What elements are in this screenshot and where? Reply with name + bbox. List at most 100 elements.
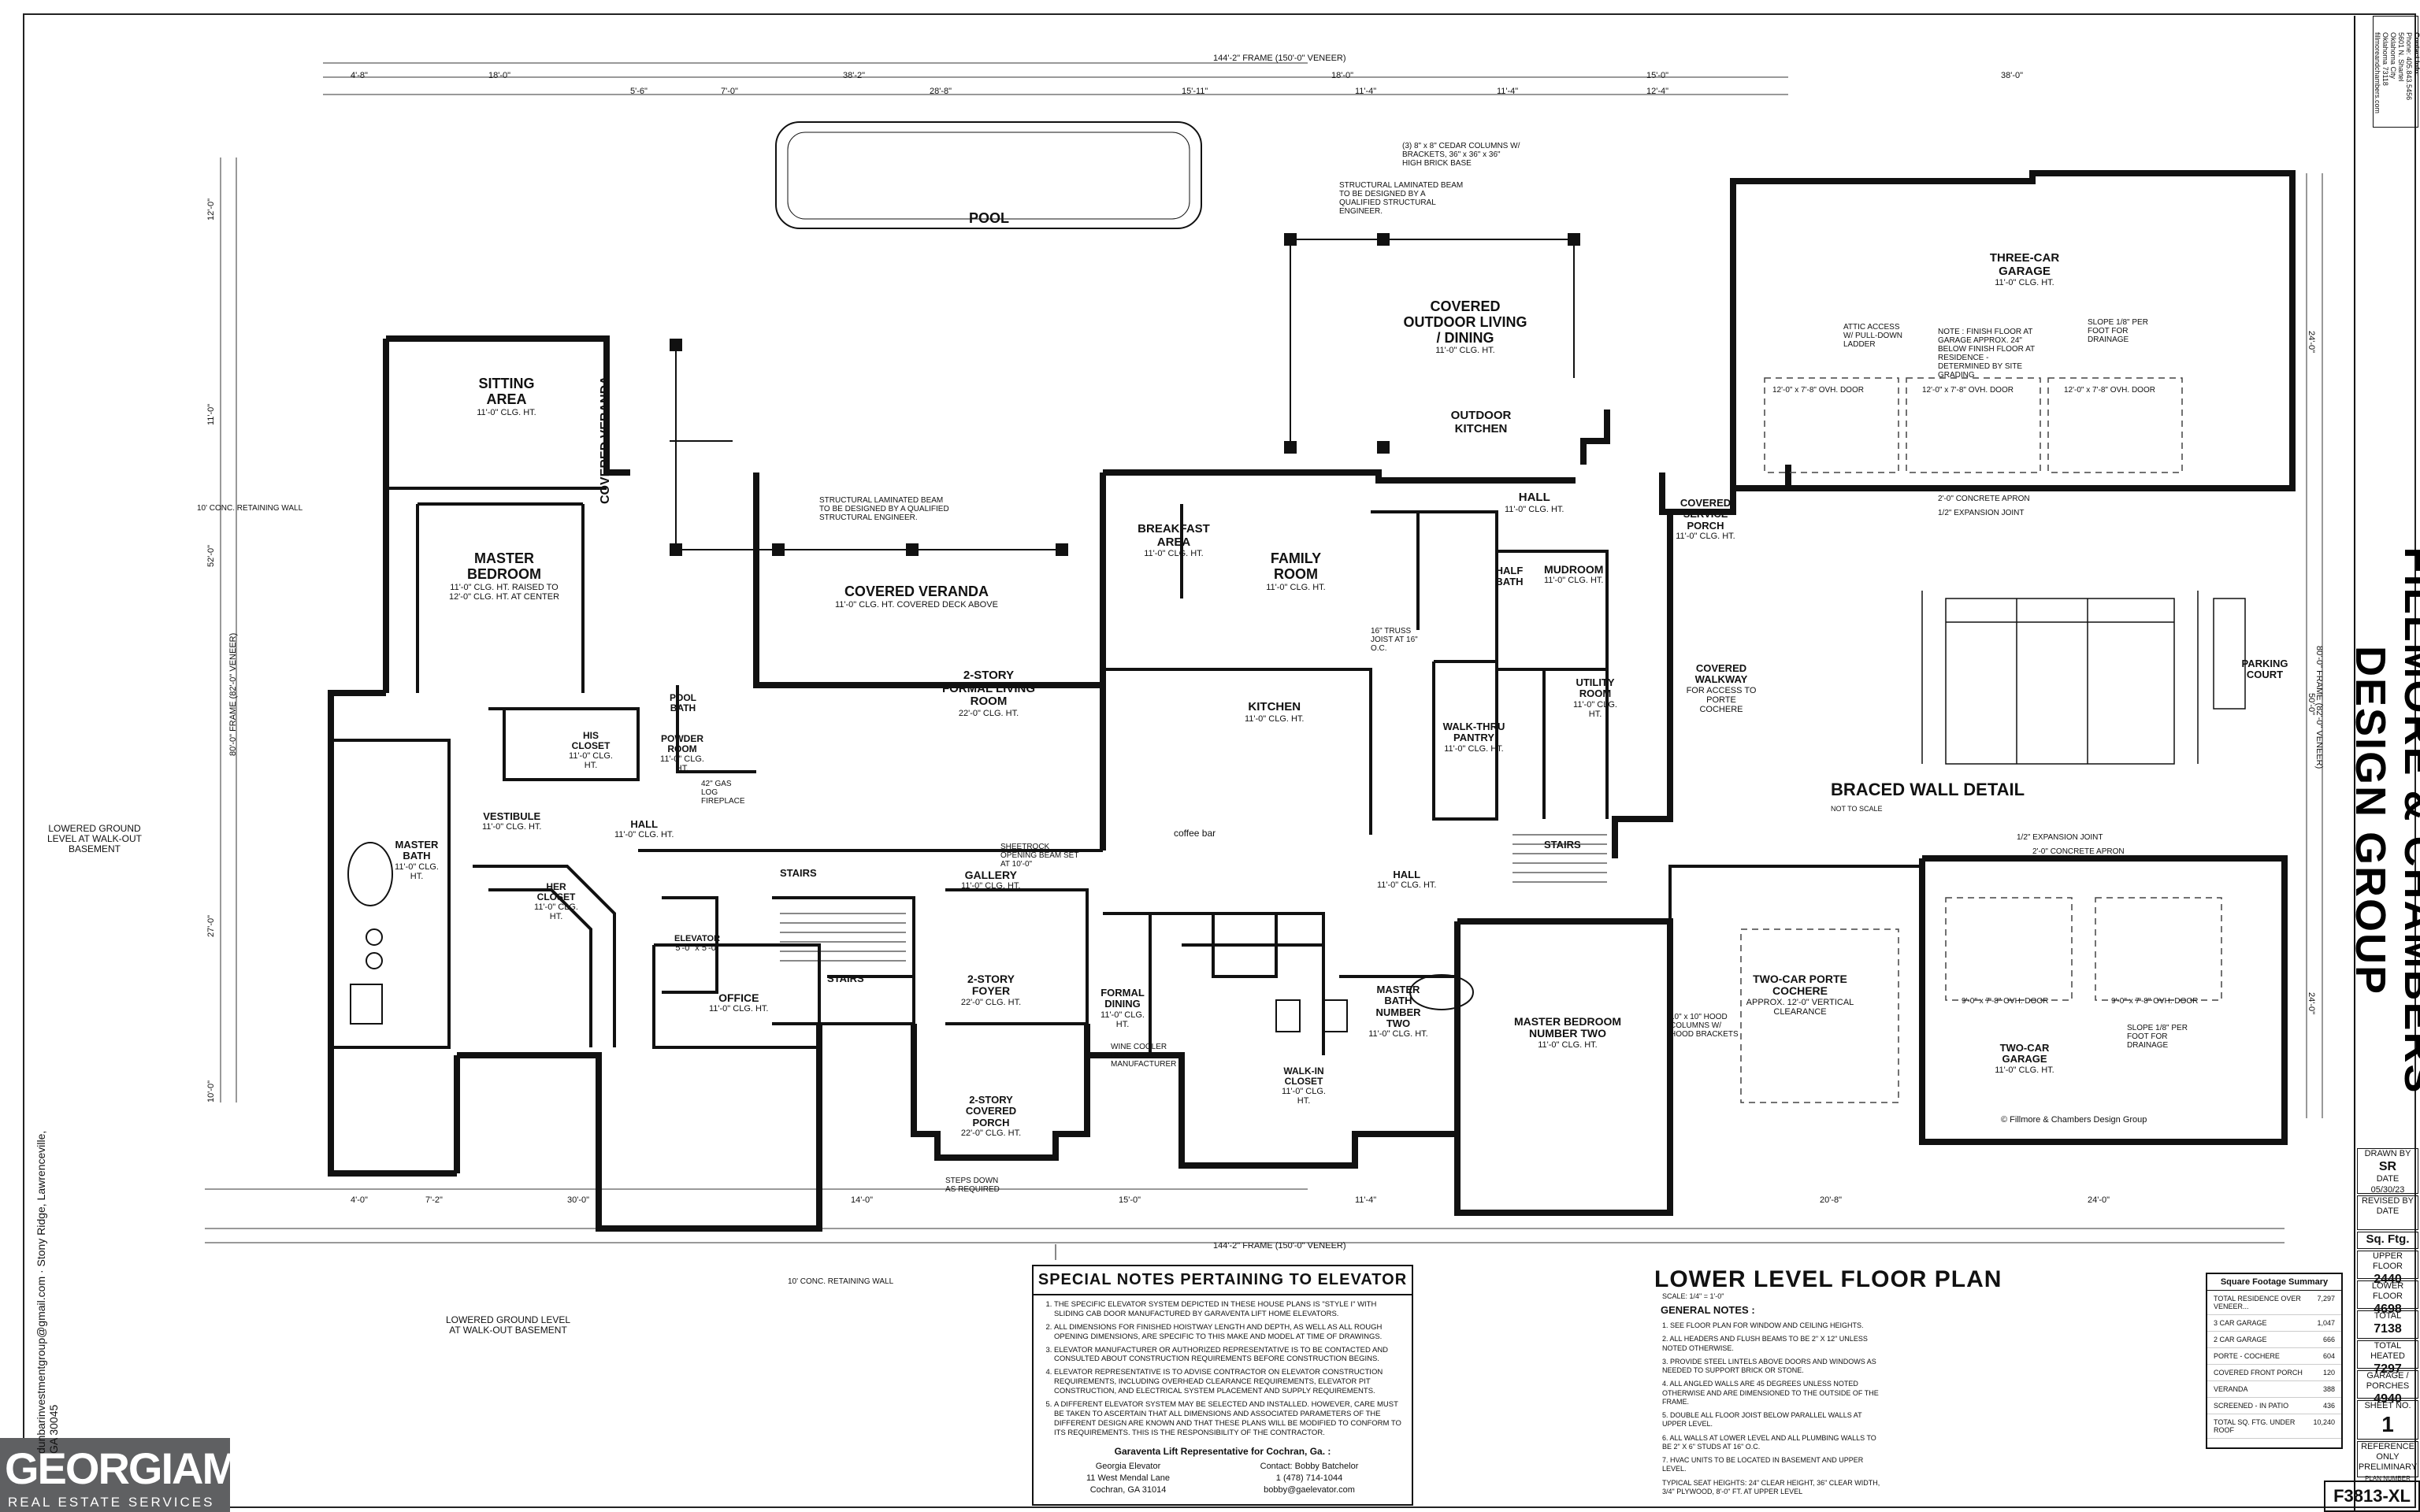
general-note-item: 5. DOUBLE ALL FLOOR JOIST BELOW PARALLEL… xyxy=(1662,1411,1862,1429)
copyright-note: © Fillmore & Chambers Design Group xyxy=(2001,1115,2147,1125)
note-attic: ATTIC ACCESS W/ PULL-DOWN LADDER xyxy=(1843,323,1902,349)
dim-top2-seg-0: 5'-6" xyxy=(630,87,648,96)
note-beam-2: STRUCTURAL LAMINATED BEAM TO BE DESIGNED… xyxy=(1339,181,1464,216)
porch-columns xyxy=(670,233,1580,556)
general-note-item: 1. SEE FLOOR PLAN FOR WINDOW AND CEILING… xyxy=(1662,1321,1864,1329)
note-door-4: 9'-0" x 7'-8" OVH. DOOR xyxy=(1962,997,2049,1006)
note-door-3: 12'-0" x 7'-8" OVH. DOOR xyxy=(2064,386,2155,395)
room-outdoor-kitchen: OUTDOOR KITCHEN xyxy=(1450,409,1512,435)
sheet-number-cell: SHEET NO.1 xyxy=(2357,1400,2418,1440)
dim-top-seg-1: 18'-0" xyxy=(488,71,511,80)
dim-left-seg-1: 11'-0" xyxy=(206,403,216,425)
note-apron-2: 2'-0" CONCRETE APRON xyxy=(2032,847,2125,856)
dim-top2-seg-2: 28'-8" xyxy=(930,87,952,96)
dim-top2-seg-3: 15'-11" xyxy=(1182,87,1208,96)
elevator-rep-company: Georgia Elevator xyxy=(1095,1462,1161,1471)
general-note-item: TYPICAL SEAT HEIGHTS: 24" CLEAR HEIGHT, … xyxy=(1662,1478,1880,1495)
note-apron-1: 2'-0" CONCRETE APRON xyxy=(1938,495,2030,503)
elevator-note-item: A DIFFERENT ELEVATOR SYSTEM MAY BE SELEC… xyxy=(1054,1400,1404,1438)
room-covered-veranda-vertical: COVERED VERANDA xyxy=(599,376,612,504)
room-pool: POOL xyxy=(969,210,1010,226)
elevator-rep-phone: 1 (478) 714-1044 xyxy=(1275,1473,1343,1483)
room-half-bath: HALF BATH xyxy=(1495,565,1524,588)
dim-left-frame: 80'-0" FRAME (82'-0" VENEER) xyxy=(228,632,238,756)
dim-bot-seg-4: 15'-0" xyxy=(1119,1195,1141,1205)
general-note-item: 7. HVAC UNITS TO BE LOCATED IN BASEMENT … xyxy=(1662,1456,1864,1473)
dim-top-frame: 144'-2" FRAME (150'-0" VENEER) xyxy=(1213,54,1346,63)
dim-top-seg-2: 38'-2" xyxy=(843,71,866,80)
note-beam-opening: SHEETROCK OPENING BEAM SET AT 10'-0" xyxy=(1000,843,1079,869)
note-retaining-2: 10' CONC. RETAINING WALL xyxy=(788,1277,894,1286)
dim-bot-seg-1: 7'-2" xyxy=(425,1195,443,1205)
elevator-rep-street: 11 West Mendal Lane xyxy=(1086,1473,1170,1483)
room-stairs-2: STAIRS xyxy=(827,973,864,984)
note-fireplace: 42" GAS LOG FIREPLACE xyxy=(701,780,745,806)
braced-wall-detail-title: BRACED WALL DETAIL xyxy=(1831,780,2025,799)
sq-ftg-cell: Sq. Ftg. xyxy=(2357,1232,2418,1249)
room-pool-bath: POOL BATH xyxy=(669,692,696,714)
square-footage-summary: Square Footage Summary TOTAL RESIDENCE O… xyxy=(2206,1273,2343,1449)
bath-fixtures xyxy=(347,842,1474,1032)
firm-name: FILLMORE & CHAMBERS DESIGN GROUP xyxy=(2347,547,2420,1095)
dim-top-seg-0: 4'-8" xyxy=(351,71,368,80)
general-note-item: 4. ALL ANGLED WALLS ARE 45 DEGREES UNLES… xyxy=(1662,1380,1879,1406)
note-steps-down: STEPS DOWN AS REQUIRED xyxy=(945,1177,1000,1194)
dim-left-seg-0: 12'-0" xyxy=(206,198,216,220)
note-wine-cooler: WINE COOLER DOORS SEE MANUFACTURER xyxy=(1111,1043,1177,1069)
dim-right-seg-2: 24'-0" xyxy=(2307,992,2316,1015)
note-door-1: 12'-0" x 7'-8" OVH. DOOR xyxy=(1772,386,1864,395)
note-coffee-bar: coffee bar xyxy=(1174,828,1216,839)
elevator-rep-city: Cochran, GA 31014 xyxy=(1089,1485,1167,1495)
exterior-walls xyxy=(328,170,2296,1232)
note-lowered-ground-1: LOWERED GROUND LEVEL AT WALK-OUT BASEMEN… xyxy=(46,823,143,855)
sqft-title: Square Footage Summary xyxy=(2207,1274,2341,1291)
dim-right-seg-0: 24'-0" xyxy=(2307,331,2316,354)
note-expansion-2: 1/2" EXPANSION JOINT xyxy=(2017,833,2103,842)
elevator-notes-list: THE SPECIFIC ELEVATOR SYSTEM DEPICTED IN… xyxy=(1054,1300,1404,1437)
note-truss-joist: 16" TRUSS JOIST AT 16" O.C. xyxy=(1371,627,1418,653)
room-stairs-3: STAIRS xyxy=(1544,839,1581,850)
note-retaining-1: 10' CONC. RETAINING WALL xyxy=(197,504,303,513)
dim-top2-seg-4: 11'-4" xyxy=(1355,87,1377,96)
dim-top-seg-3: 18'-0" xyxy=(1331,71,1354,80)
dim-top2-seg-5: 11'-4" xyxy=(1497,87,1519,96)
agent-watermark: dunbarinvestmentgroup@gmail.com · Stony … xyxy=(35,1130,60,1454)
dim-left-seg-4: 10'-0" xyxy=(206,1080,216,1102)
dim-bot-seg-5: 11'-4" xyxy=(1355,1195,1377,1205)
elevator-note-item: ELEVATOR REPRESENTATIVE IS TO ADVISE CON… xyxy=(1054,1368,1404,1396)
dim-bottom-frame: 144'-2" FRAME (150'-0" VENEER) xyxy=(1213,1241,1346,1251)
elevator-note-item: THE SPECIFIC ELEVATOR SYSTEM DEPICTED IN… xyxy=(1054,1300,1404,1319)
dim-left-seg-3: 27'-0" xyxy=(206,914,216,937)
dim-bot-seg-0: 4'-0" xyxy=(351,1195,368,1205)
title-block xyxy=(2354,16,2418,1512)
general-note-item: 2. ALL HEADERS AND FLUSH BEAMS TO BE 2" … xyxy=(1662,1335,1868,1352)
plan-number: F3813-XL xyxy=(2324,1480,2420,1512)
mls-sub: REAL ESTATE SERVICES xyxy=(8,1495,215,1510)
